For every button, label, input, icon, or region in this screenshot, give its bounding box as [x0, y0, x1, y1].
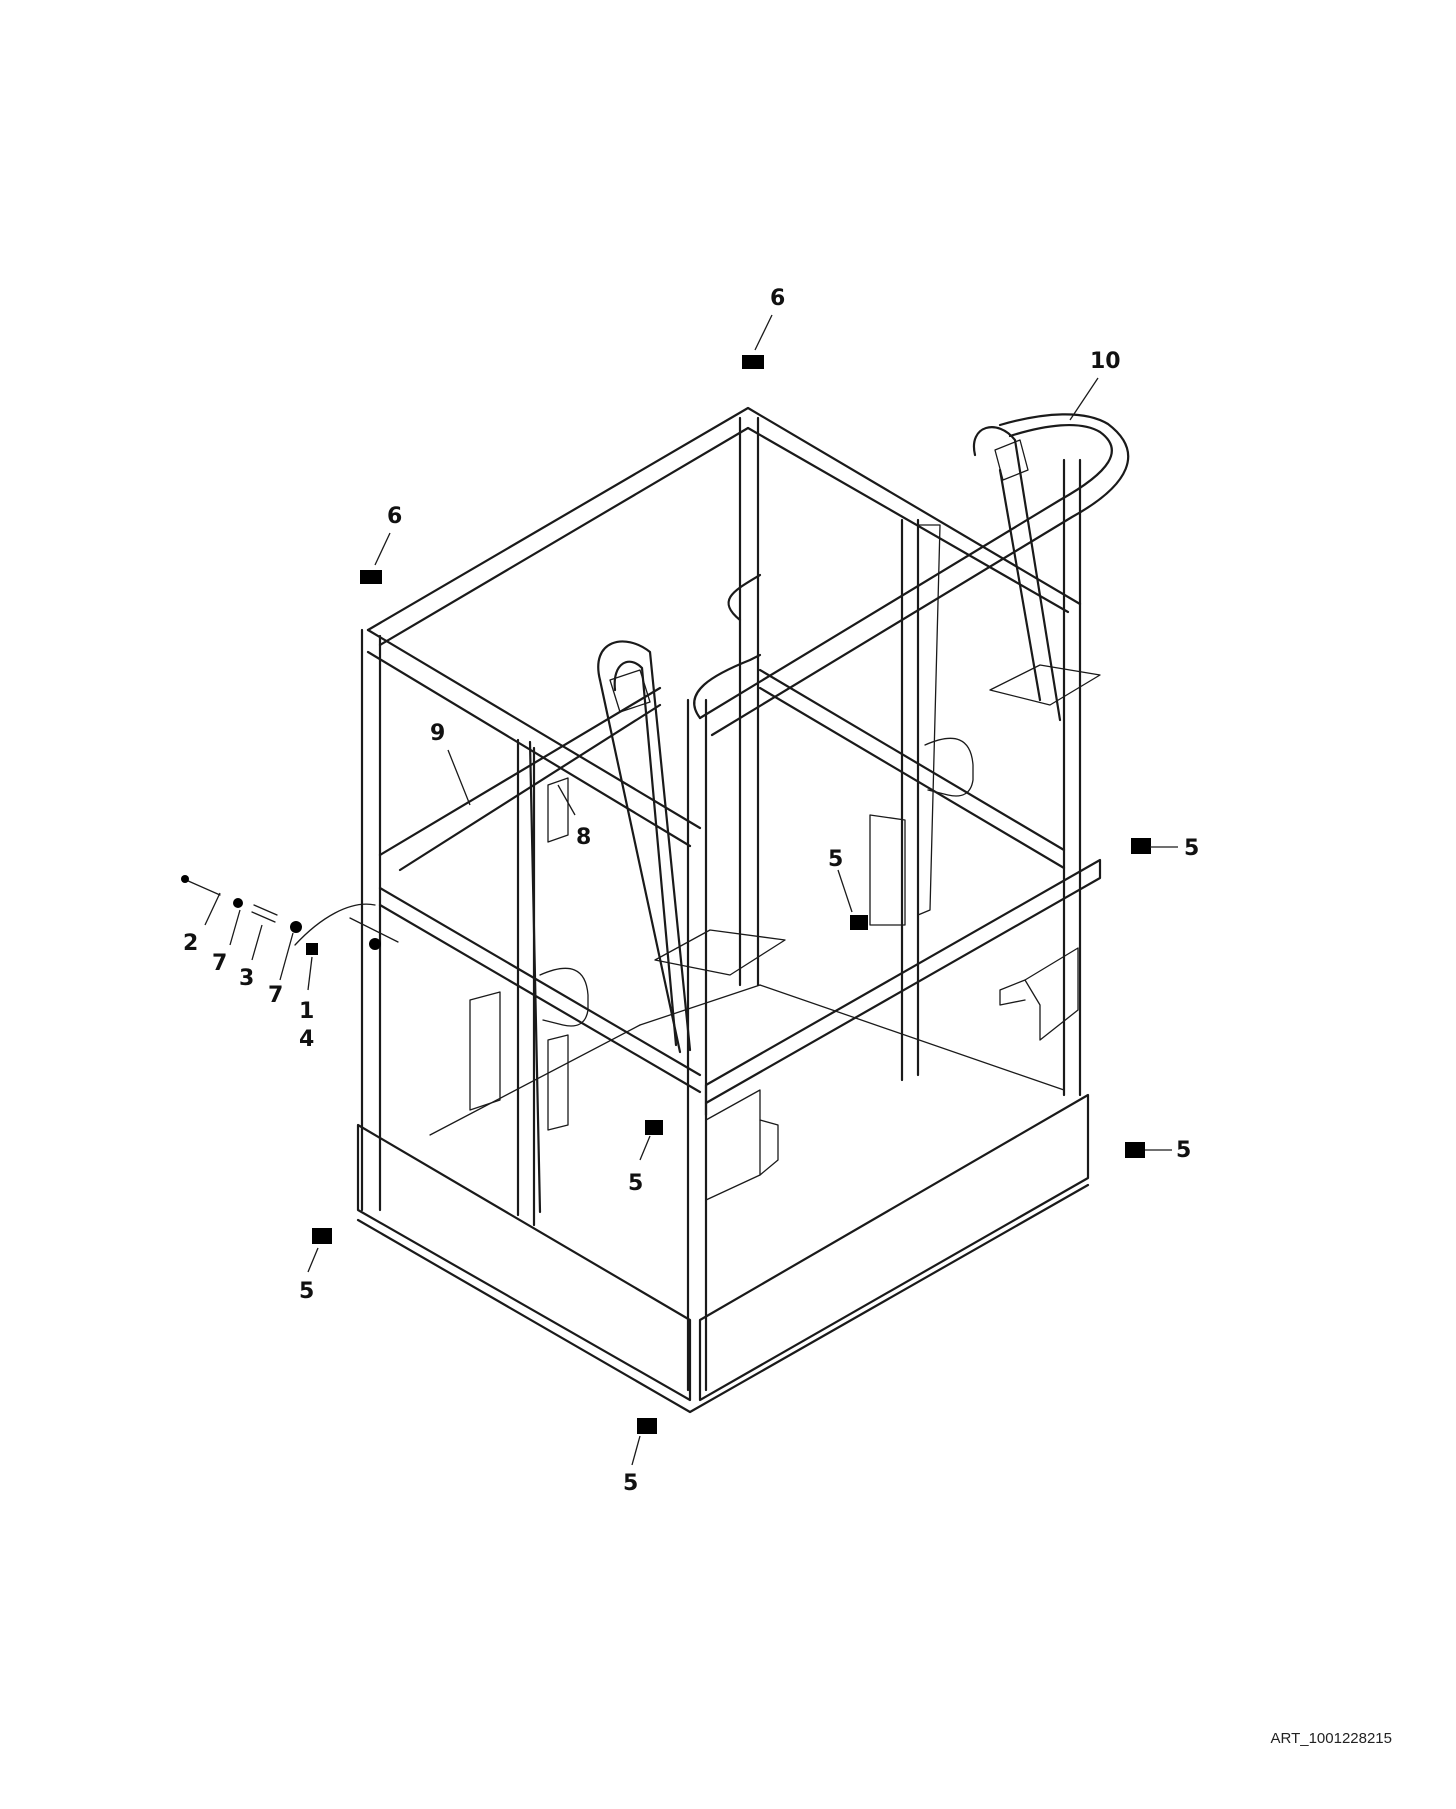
callout-10: 10	[1090, 349, 1121, 374]
top-rail-left-inner	[378, 426, 1070, 647]
callout-9: 9	[430, 721, 445, 746]
mid-rail-front	[704, 858, 1102, 1117]
callout-5-bottom-right: 5	[1176, 1138, 1191, 1163]
end-cap-5-top-right	[1131, 838, 1151, 854]
callout-6-left: 6	[387, 504, 402, 529]
end-cap-5-center	[850, 915, 868, 930]
leader-lines	[204, 314, 1178, 1466]
swing-gate	[528, 740, 569, 1214]
callout-7-second: 7	[268, 983, 283, 1008]
mid-rail-left	[378, 886, 702, 1094]
callout-7-first: 7	[212, 951, 227, 976]
corner-post-front	[686, 698, 708, 1392]
kick-plate-left	[356, 1123, 692, 1402]
platform-frame	[181, 355, 1151, 1434]
callout-4: 4	[299, 1027, 314, 1052]
washer-part-7b	[290, 921, 302, 933]
washer-part-7a	[233, 898, 243, 908]
corner-post-back	[738, 416, 760, 987]
end-cap-5-bottom-left	[312, 1228, 332, 1244]
callout-5-top-right: 5	[1184, 836, 1199, 861]
callout-5-center: 5	[828, 847, 843, 872]
rear-panels	[469, 524, 941, 1111]
bolt-part-2	[181, 875, 221, 896]
callout-2: 2	[183, 931, 198, 956]
top-rail-front	[366, 628, 702, 830]
kick-plate-front	[698, 1093, 1090, 1402]
nut-part-1	[306, 943, 318, 955]
post-cap-6-back	[742, 355, 764, 369]
mid-post-back	[900, 518, 920, 1082]
corner-post-right	[1062, 458, 1082, 1097]
end-cap-5-front-bracket	[645, 1120, 663, 1135]
handle-right	[924, 737, 974, 797]
guard-rail-assembly	[597, 413, 1130, 1054]
end-cap-5-bottom-right	[1125, 1142, 1145, 1158]
corner-post-left	[360, 628, 382, 1212]
callout-3: 3	[239, 966, 254, 991]
post-cap-6-left	[360, 570, 382, 584]
callout-6-top: 6	[770, 286, 785, 311]
floor-edges	[429, 984, 1065, 1136]
top-rail-left	[366, 406, 1082, 632]
callout-8: 8	[576, 825, 591, 850]
callout-5-bottom-front: 5	[623, 1471, 638, 1496]
bracket-right	[999, 947, 1079, 1041]
spacer-part-3	[251, 904, 278, 923]
bracket-front	[705, 1089, 779, 1201]
art-reference-id: ART_1001228215	[1270, 1730, 1393, 1747]
callout-5-front-bracket: 5	[628, 1171, 643, 1196]
end-cap-5-bottom-front	[637, 1418, 657, 1434]
callout-5-bottom-left: 5	[299, 1279, 314, 1304]
handle-left	[539, 967, 589, 1027]
latch-pin	[294, 903, 399, 950]
mid-rail-right	[758, 668, 1066, 870]
callout-1: 1	[299, 999, 314, 1024]
mid-post-left	[516, 738, 536, 1227]
base-skid	[356, 1183, 1090, 1414]
